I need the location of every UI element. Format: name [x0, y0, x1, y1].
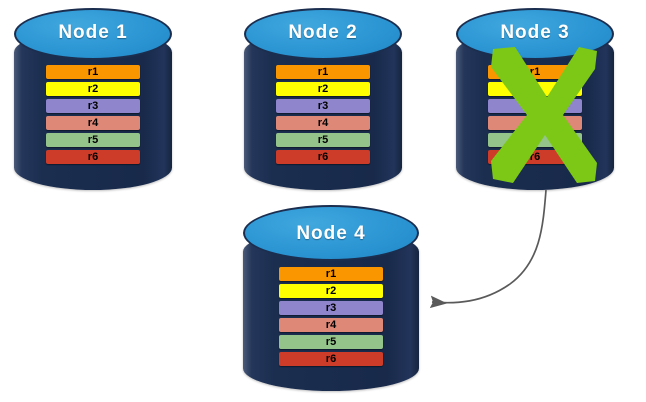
node-1-row-r1-label: r1 — [87, 65, 99, 78]
node-1[interactable]: Node 1 r1 r2 r3 r4 r5 r6 — [14, 8, 172, 190]
node-2-row-r4[interactable]: r4 — [276, 116, 370, 130]
node-3-row-r6[interactable]: r6 — [488, 150, 582, 164]
node-4-row-r6[interactable]: r6 — [279, 352, 383, 366]
node-3-row-r3[interactable]: r3 — [488, 99, 582, 113]
node-4-rows: r1 r2 r3 r4 r5 r6 — [279, 267, 383, 366]
node-1-row-r3-label: r3 — [87, 99, 99, 112]
node-2-row-r2[interactable]: r2 — [276, 82, 370, 96]
node-3-row-r5[interactable]: r5 — [488, 133, 582, 147]
node-3-row-r3-label: r3 — [529, 99, 541, 112]
node-4-row-r5[interactable]: r5 — [279, 335, 383, 349]
node-4-row-r1-label: r1 — [325, 267, 337, 280]
node-4-row-r3-label: r3 — [325, 301, 337, 314]
node-4-cylinder-top — [243, 205, 419, 261]
node-4-row-r2-label: r2 — [325, 284, 337, 297]
node-1-row-r5-label: r5 — [87, 133, 99, 146]
node-1-rows: r1 r2 r3 r4 r5 r6 — [46, 65, 140, 164]
node-1-row-r3[interactable]: r3 — [46, 99, 140, 113]
node-2-row-r5[interactable]: r5 — [276, 133, 370, 147]
node-3-row-r4-label: r4 — [529, 116, 541, 129]
node-2-row-r6[interactable]: r6 — [276, 150, 370, 164]
node-4[interactable]: Node 4 r1 r2 r3 r4 r5 r6 — [243, 205, 419, 391]
node-2-row-r2-label: r2 — [317, 82, 329, 95]
node-1-row-r6-label: r6 — [87, 150, 99, 163]
node-3-row-r6-label: r6 — [529, 150, 541, 163]
node-1-row-r4-label: r4 — [87, 116, 99, 129]
node-4-row-r5-label: r5 — [325, 335, 337, 348]
node-2-row-r6-label: r6 — [317, 150, 329, 163]
node-3-rows: r1 r2 r3 r4 r5 r6 — [488, 65, 582, 164]
node-3-cylinder-top — [456, 8, 614, 60]
node-2-row-r3-label: r3 — [317, 99, 329, 112]
node-3[interactable]: Node 3 r1 r2 r3 r4 r5 r6 — [456, 8, 614, 190]
node-1-row-r5[interactable]: r5 — [46, 133, 140, 147]
node-4-row-r6-label: r6 — [325, 352, 337, 365]
node-3-row-r2[interactable]: r2 — [488, 82, 582, 96]
node-4-row-r1[interactable]: r1 — [279, 267, 383, 281]
node-3-row-r4[interactable]: r4 — [488, 116, 582, 130]
node-4-row-r4[interactable]: r4 — [279, 318, 383, 332]
node-2-row-r4-label: r4 — [317, 116, 329, 129]
node-1-row-r2-label: r2 — [87, 82, 99, 95]
node-2-row-r1[interactable]: r1 — [276, 65, 370, 79]
node-1-cylinder-top — [14, 8, 172, 60]
node-2-cylinder-top — [244, 8, 402, 60]
node-2-row-r3[interactable]: r3 — [276, 99, 370, 113]
node-4-row-r2[interactable]: r2 — [279, 284, 383, 298]
node-1-row-r6[interactable]: r6 — [46, 150, 140, 164]
node-3-row-r5-label: r5 — [529, 133, 541, 146]
node-1-row-r4[interactable]: r4 — [46, 116, 140, 130]
node-3-row-r1[interactable]: r1 — [488, 65, 582, 79]
node-3-row-r1-label: r1 — [529, 65, 541, 78]
node-1-row-r1[interactable]: r1 — [46, 65, 140, 79]
node-1-row-r2[interactable]: r2 — [46, 82, 140, 96]
node-2-row-r1-label: r1 — [317, 65, 329, 78]
node-2-row-r5-label: r5 — [317, 133, 329, 146]
node-4-row-r4-label: r4 — [325, 318, 337, 331]
node-2-rows: r1 r2 r3 r4 r5 r6 — [276, 65, 370, 164]
node-4-row-r3[interactable]: r3 — [279, 301, 383, 315]
node-2[interactable]: Node 2 r1 r2 r3 r4 r5 r6 — [244, 8, 402, 190]
node-3-row-r2-label: r2 — [529, 82, 541, 95]
